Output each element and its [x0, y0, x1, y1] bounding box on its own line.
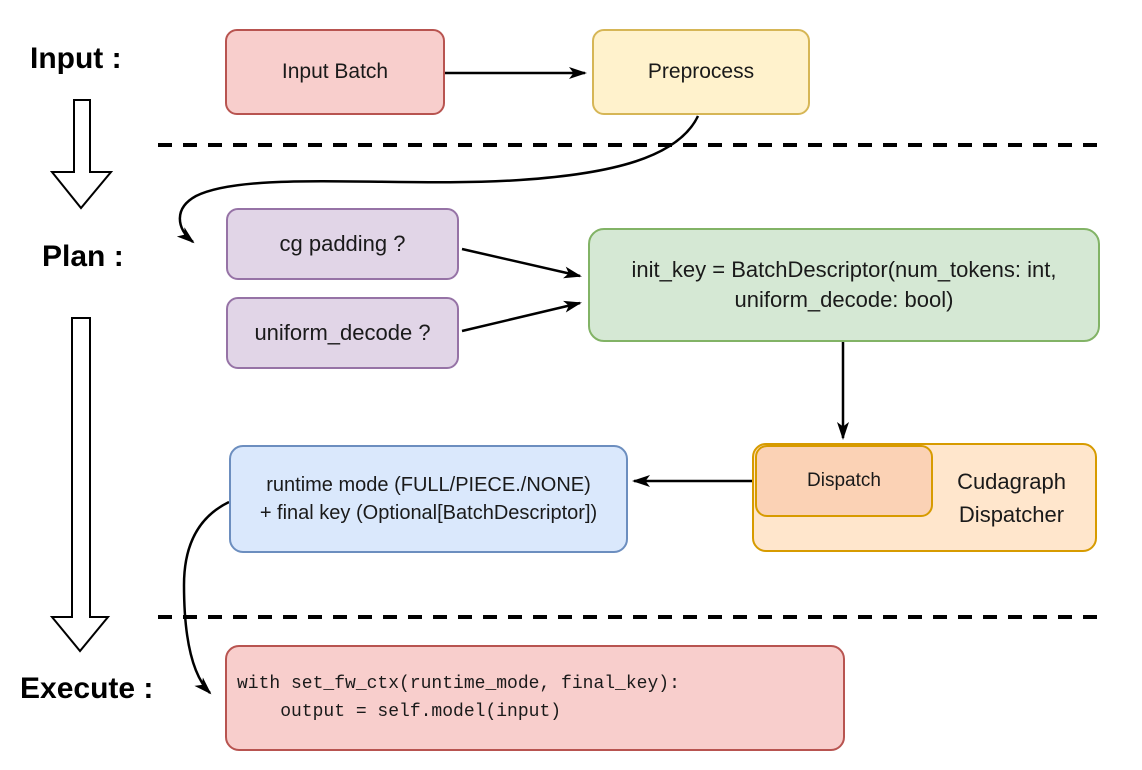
- node-preprocess-label: Preprocess: [647, 59, 755, 83]
- node-dispatch: Dispatch: [755, 445, 933, 517]
- node-init-key: init_key = BatchDescriptor(num_tokens: i…: [588, 228, 1100, 342]
- node-init-key-line2: uniform_decode: bool): [734, 287, 954, 312]
- node-uniform-decode-label: uniform_decode ?: [254, 320, 431, 346]
- cudagraph-dispatcher-title: Cudagraph Dispatcher: [928, 465, 1095, 531]
- flow-arrow-input-to-plan: [49, 99, 114, 210]
- node-init-key-line1: init_key = BatchDescriptor(num_tokens: i…: [631, 257, 1057, 283]
- stage-label-plan: Plan :: [42, 240, 124, 273]
- node-preprocess: Preprocess: [592, 29, 810, 115]
- node-runtime-mode-line2: + final key (Optional[BatchDescriptor]): [259, 502, 598, 524]
- cudagraph-dispatcher-line1: Cudagraph: [957, 468, 1066, 494]
- node-input-batch-label: Input Batch: [281, 59, 389, 83]
- node-cg-padding: cg padding ?: [226, 208, 459, 280]
- execute-code-line1: with set_fw_ctx(runtime_mode, final_key)…: [237, 674, 680, 694]
- arrow-cgpadding-to-initkey: [461, 247, 582, 279]
- arrow-uniformdecode-to-initkey: [461, 300, 582, 333]
- stage-label-execute: Execute :: [20, 672, 154, 705]
- execute-code-line2: output = self.model(input): [237, 702, 562, 722]
- flow-arrow-plan-to-execute: [49, 317, 111, 653]
- arrow-runtimemode-to-execute: [182, 500, 230, 695]
- node-runtime-mode-line1: runtime mode (FULL/PIECE./NONE): [266, 474, 591, 496]
- node-uniform-decode: uniform_decode ?: [226, 297, 459, 369]
- node-dispatch-label: Dispatch: [807, 470, 881, 492]
- node-cg-padding-label: cg padding ?: [279, 231, 406, 257]
- node-execute-code: with set_fw_ctx(runtime_mode, final_key)…: [225, 645, 845, 751]
- node-runtime-mode: runtime mode (FULL/PIECE./NONE) + final …: [229, 445, 628, 553]
- stage-label-input: Input :: [30, 42, 122, 75]
- cudagraph-dispatcher-line2: Dispatcher: [958, 501, 1065, 527]
- node-input-batch: Input Batch: [225, 29, 445, 115]
